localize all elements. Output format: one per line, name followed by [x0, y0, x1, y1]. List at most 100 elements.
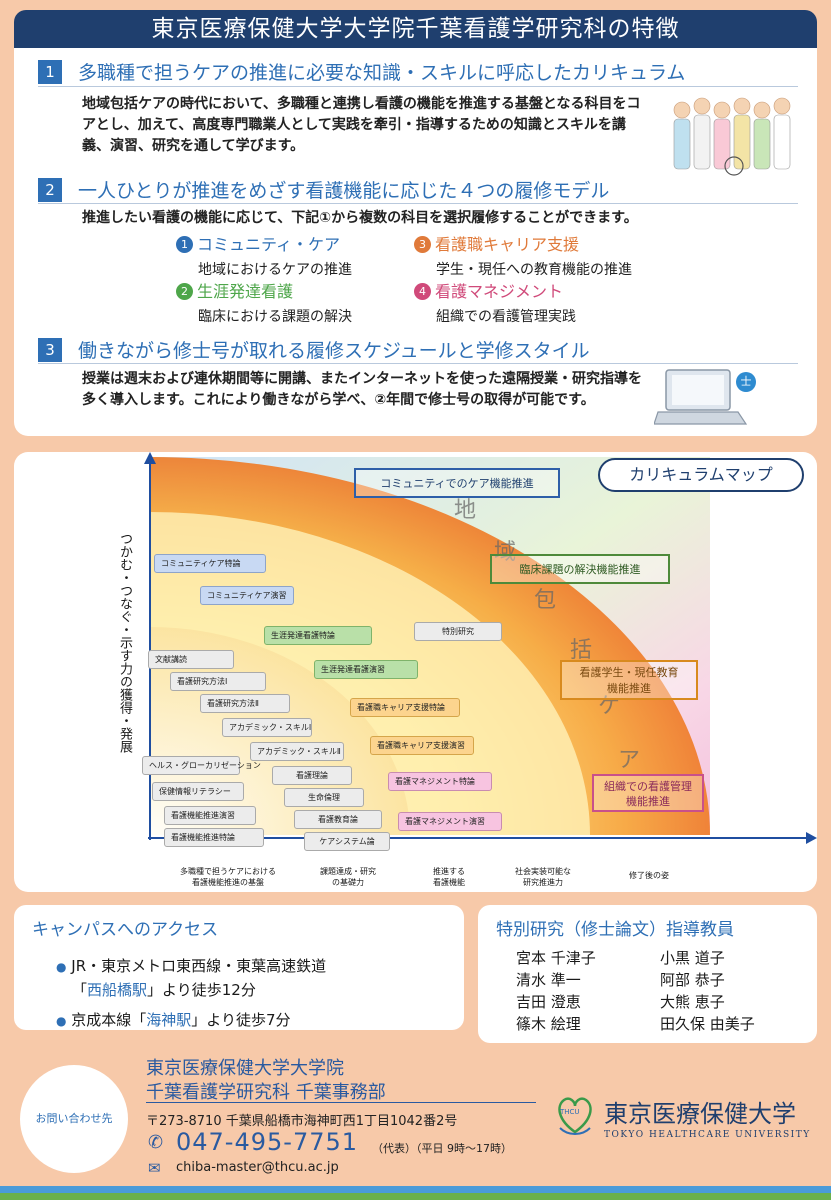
arc-char-3: 包	[534, 588, 557, 613]
arc-char-1: 地	[454, 498, 477, 523]
degree-badge-icon: 士	[736, 372, 756, 392]
org-name-1: 東京医療保健大学大学院	[146, 1058, 344, 1079]
big-label-management: 組織での看護管理 機能推進	[592, 774, 704, 812]
access-route-1-lines: JR・東京メトロ東西線・東葉高速鉄道	[71, 957, 327, 975]
section-3-body: 授業は週末および連休期間等に開講、またインターネットを使った遠隔授業・研究指導を…	[82, 371, 642, 408]
mail-icon: ✉	[148, 1159, 161, 1177]
instructor-name: 大熊 恵子	[660, 993, 725, 1011]
instructor-name: 吉田 澄恵	[516, 993, 581, 1011]
course-community-theory: コミュニティケア特論	[154, 554, 266, 573]
access-route-2: ● 京成本線「海神駅」より徒歩7分	[56, 1009, 291, 1030]
x-axis-label-5: 修了後の姿	[629, 871, 669, 880]
course-academic-2: アカデミック・スキルⅡ	[250, 742, 344, 761]
access-route-2-walk: 」より徒歩7分	[191, 1011, 291, 1029]
course-community-practice: コミュニティケア演習	[200, 586, 294, 605]
instructor-name: 宮本 千津子	[516, 949, 596, 967]
university-logo-icon	[558, 1097, 592, 1135]
station-nishifunabashi: 西船橋駅	[87, 981, 148, 999]
model-2-desc: 臨床における課題の解決	[198, 309, 352, 325]
model-2-badge: 2	[176, 283, 193, 300]
access-route-1-walk: 」より徒歩12分	[147, 981, 256, 999]
arc-char-6: ア	[618, 748, 641, 773]
model-4-badge: 4	[414, 283, 431, 300]
course-academic-1: アカデミック・スキルⅠ	[222, 718, 312, 737]
access-route-1-station: 「西船橋駅」より徒歩12分	[72, 979, 256, 1000]
model-3-desc: 学生・現任への教育機能の推進	[436, 262, 632, 278]
instructors-panel: 特別研究（修士論文）指導教員 宮本 千津子 小黒 道子 清水 準一 阿部 恭子 …	[478, 905, 817, 1043]
phone-hours: （代表）（平日 9時～17時）	[372, 1142, 512, 1155]
x-axis-label-4: 社会実装可能な 研究推進力	[515, 867, 571, 887]
x-axis-arrow-icon	[806, 832, 817, 844]
model-1-desc: 地域におけるケアの推進	[198, 262, 352, 278]
y-axis-arrow-icon	[144, 452, 156, 464]
course-career-practice: 看護職キャリア支援演習	[370, 736, 474, 755]
big-label-clinical: 臨床課題の解決機能推進	[490, 554, 670, 584]
access-heading: キャンパスへのアクセス	[32, 920, 219, 940]
course-nursing-theory: 看護理論	[272, 766, 352, 785]
care-staff-illustration	[673, 97, 791, 176]
access-route-1: ● JR・東京メトロ東西線・東葉高速鉄道	[56, 955, 326, 976]
station-kaijin: 海神駅	[146, 1011, 192, 1029]
course-function-theory: 看護機能推進特論	[164, 828, 264, 847]
logo-mark-text: THCU	[560, 1108, 580, 1116]
org-name-2: 千葉看護学研究科 千葉事務部	[146, 1082, 386, 1103]
laptop-icon	[654, 369, 748, 425]
section-1-divider	[38, 86, 798, 87]
curriculum-map-panel: カリキュラムマップ つかむ・つなぐ・示す力の獲得・発展 地 域 包 括 ケ ア …	[14, 452, 817, 892]
model-1-badge: 1	[176, 236, 193, 253]
address: 〒273-8710 千葉県船橋市海神町西1丁目1042番2号	[146, 1114, 458, 1129]
section-1-number: 1	[38, 60, 62, 84]
section-1-body: 地域包括ケアの時代において、多職種と連携し看護の機能を推進する基盤となる科目をコ…	[82, 96, 641, 154]
email-address[interactable]: chiba-master@thcu.ac.jp	[176, 1160, 339, 1175]
model-2-title-text: 生涯発達看護	[197, 282, 294, 301]
instructors-heading: 特別研究（修士論文）指導教員	[496, 920, 734, 940]
section-1-heading: 多職種で担うケアの推進に必要な知識・スキルに呼応したカリキュラム	[78, 62, 686, 84]
university-name: 東京医療保健大学	[604, 1100, 796, 1128]
section-2-heading: 一人ひとりが推進をめざす看護機能に応じた４つの履修モデル	[78, 180, 610, 202]
instructor-name: 清水 準一	[516, 971, 581, 989]
page-title: 東京医療保健大学大学院千葉看護学研究科の特徴	[14, 10, 817, 48]
section-3-heading: 働きながら修士号が取れる履修スケジュールと学修スタイル	[78, 340, 590, 362]
phone-number[interactable]: 047-495-7751	[176, 1128, 359, 1156]
course-function-practice: 看護機能推進演習	[164, 806, 256, 825]
model-4-title-text: 看護マネジメント	[435, 282, 564, 301]
course-bioethics: 生命倫理	[284, 788, 364, 807]
access-route-2-line: 京成本線「	[71, 1011, 147, 1029]
course-lifelong-practice: 生涯発達看護演習	[314, 660, 418, 679]
model-3-title-text: 看護職キャリア支援	[435, 235, 580, 254]
course-research-method-2: 看護研究方法Ⅱ	[200, 694, 290, 713]
features-panel: 1 多職種で担うケアの推進に必要な知識・スキルに呼応したカリキュラム 地域包括ケ…	[14, 48, 817, 436]
section-3-number: 3	[38, 338, 62, 362]
course-literature: 文献講読	[148, 650, 234, 669]
x-axis-label-1: 多職種で担うケアにおける 看護機能推進の基盤	[180, 867, 276, 887]
y-axis-label: つかむ・つなぐ・示す力の獲得・発展	[117, 532, 132, 753]
course-health-info-literacy: 保健情報リテラシー	[152, 782, 244, 801]
course-management-theory: 看護マネジメント特論	[388, 772, 492, 791]
section-2-body: 推進したい看護の機能に応じて、下記①から複数の科目を選択履修することができます。	[82, 210, 638, 226]
arc-char-2: 域	[494, 540, 517, 565]
model-3-badge: 3	[414, 236, 431, 253]
course-nursing-education: 看護教育論	[294, 810, 382, 829]
instructor-name: 阿部 恭子	[660, 971, 725, 989]
university-name-en: TOKYO HEALTHCARE UNIVERSITY	[604, 1130, 811, 1140]
course-research-method-1: 看護研究方法Ⅰ	[170, 672, 266, 691]
section-3-divider	[38, 363, 798, 364]
model-1-title-text: コミュニティ・ケア	[197, 235, 341, 254]
section-2-divider	[38, 203, 798, 204]
instructor-name: 田久保 由美子	[660, 1015, 755, 1033]
arc-char-5: ケ	[598, 694, 621, 719]
bullet-icon: ●	[56, 1014, 67, 1028]
x-axis-label-2: 課題達成・研究 の基礎力	[320, 867, 376, 887]
course-career-theory: 看護職キャリア支援特論	[350, 698, 460, 717]
course-health-glocalization: ヘルス・グローカリゼーション	[142, 756, 261, 775]
instructor-name: 小黒 道子	[660, 949, 725, 967]
section-2-number: 2	[38, 178, 62, 202]
curriculum-map-title: カリキュラムマップ	[598, 458, 804, 492]
course-care-system: ケアシステム論	[304, 832, 390, 851]
